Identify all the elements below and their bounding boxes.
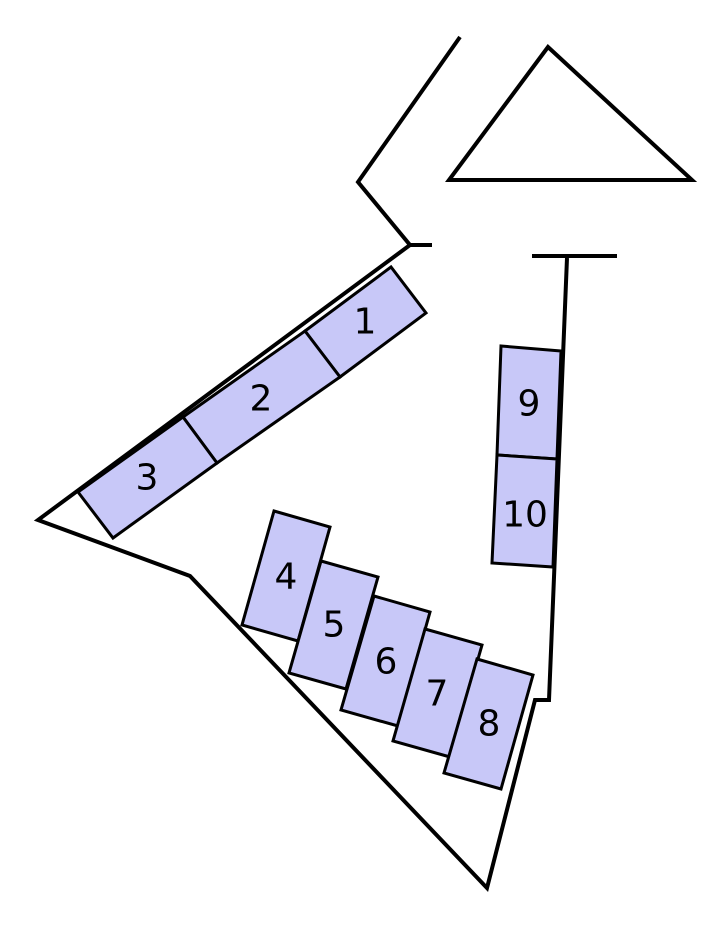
- parking-space[interactable]: 9: [495, 344, 563, 461]
- space-9-number: 9: [518, 384, 541, 425]
- parking-space[interactable]: 3: [75, 414, 220, 541]
- space-10-number: 10: [502, 495, 548, 536]
- space-6-number: 6: [375, 642, 398, 683]
- parking-space[interactable]: 2: [180, 328, 343, 466]
- space-4-number: 4: [275, 557, 298, 598]
- lot-perimeter-wall: [33, 243, 569, 892]
- space-1-number: 1: [354, 302, 377, 343]
- space-10-box: [490, 453, 559, 569]
- space-5-number: 5: [323, 605, 346, 646]
- space-8-number: 8: [478, 704, 501, 745]
- space-7-number: 7: [426, 674, 449, 715]
- parking-space[interactable]: 8: [442, 657, 535, 791]
- space-2-number: 2: [250, 379, 273, 420]
- space-3-number: 3: [136, 458, 159, 499]
- upper-left-wall: [355, 35, 462, 247]
- space-3-box: [75, 414, 220, 541]
- parking-space[interactable]: 10: [490, 453, 559, 569]
- space-8-box: [442, 657, 535, 791]
- triangle-island: [445, 44, 698, 182]
